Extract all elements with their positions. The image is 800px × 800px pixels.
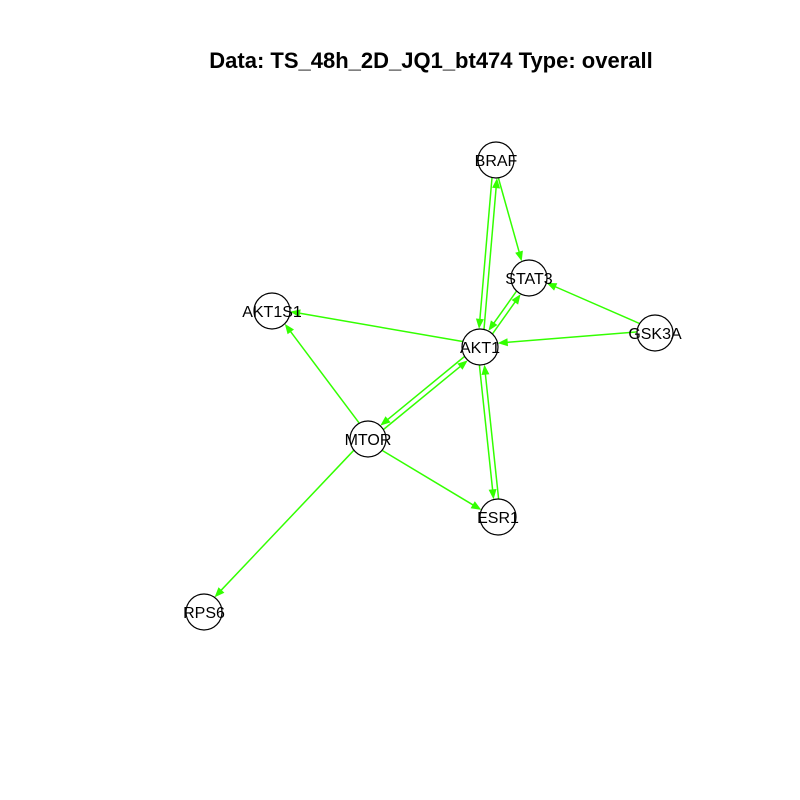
edge-arrowhead xyxy=(284,323,294,335)
edge-akt1-to-mtor xyxy=(380,355,465,426)
edge-line xyxy=(484,368,500,499)
edge-esr1-to-akt1 xyxy=(481,364,500,499)
node-circle xyxy=(479,498,517,536)
node-circle xyxy=(510,259,548,297)
edge-akt1-to-stat3 xyxy=(491,294,521,335)
edge-akt1-to-akt1s1 xyxy=(290,309,463,343)
edge-mtor-to-akt1s1 xyxy=(284,323,360,424)
node-label: BRAF xyxy=(475,153,518,170)
edge-line xyxy=(478,177,493,325)
edge-arrowhead xyxy=(290,309,301,318)
node-circle xyxy=(461,328,499,366)
edge-arrowhead xyxy=(488,320,498,331)
edge-braf-to-akt1 xyxy=(475,177,493,329)
edge-line xyxy=(490,290,518,329)
node-label: GSK3A xyxy=(628,326,682,343)
node-label: AKT1S1 xyxy=(242,304,302,321)
node-circle xyxy=(636,314,674,352)
edge-akt1-to-braf xyxy=(483,178,501,330)
edge-arrowhead xyxy=(497,338,508,347)
edge-line xyxy=(216,449,355,595)
node-label: STAT3 xyxy=(505,271,553,288)
edge-line xyxy=(381,449,479,509)
edge-arrowhead xyxy=(488,489,497,500)
edge-line xyxy=(501,331,637,344)
node-rps6: RPS6 xyxy=(183,593,225,631)
edge-mtor-to-rps6 xyxy=(214,449,355,598)
node-label: MTOR xyxy=(345,432,392,449)
edge-line xyxy=(383,362,466,431)
edge-arrowhead xyxy=(511,294,521,305)
node-circle xyxy=(349,420,387,458)
edge-gsk3a-to-akt1 xyxy=(497,331,637,347)
edge-line xyxy=(478,365,494,496)
edge-line xyxy=(293,311,463,343)
edge-arrowhead xyxy=(546,282,558,291)
edge-line xyxy=(382,355,465,424)
node-gsk3a: GSK3A xyxy=(628,314,682,352)
node-akt1s1: AKT1S1 xyxy=(242,292,302,330)
node-akt1: AKT1 xyxy=(460,328,500,366)
edge-arrowhead xyxy=(380,416,391,426)
edge-arrowhead xyxy=(214,587,225,598)
edge-arrowhead xyxy=(470,501,482,510)
edge-stat3-to-akt1 xyxy=(488,290,518,331)
edge-line xyxy=(286,326,360,424)
edge-braf-to-stat3 xyxy=(497,177,523,262)
edge-arrowhead xyxy=(492,178,501,189)
edge-arrowhead xyxy=(475,318,484,329)
edge-layer xyxy=(214,177,640,598)
edge-line xyxy=(497,177,522,258)
node-esr1: ESR1 xyxy=(477,498,519,536)
node-label: ESR1 xyxy=(477,510,519,527)
node-braf: BRAF xyxy=(475,141,518,179)
node-circle xyxy=(253,292,291,330)
edge-arrowhead xyxy=(515,250,523,262)
node-label: AKT1 xyxy=(460,340,500,357)
edge-mtor-to-akt1 xyxy=(383,360,468,431)
node-stat3: STAT3 xyxy=(505,259,553,297)
node-circle xyxy=(477,141,515,179)
edge-gsk3a-to-stat3 xyxy=(546,282,640,325)
edge-arrowhead xyxy=(481,364,490,375)
edge-line xyxy=(483,182,498,330)
edge-line xyxy=(549,283,640,325)
node-label: RPS6 xyxy=(183,605,225,622)
edge-arrowhead xyxy=(457,360,468,370)
edge-mtor-to-esr1 xyxy=(381,449,482,510)
node-circle xyxy=(185,593,223,631)
edge-akt1-to-esr1 xyxy=(478,365,497,500)
node-mtor: MTOR xyxy=(345,420,392,458)
plot-title: Data: TS_48h_2D_JQ1_bt474 Type: overall xyxy=(209,48,653,73)
edge-line xyxy=(491,296,519,335)
